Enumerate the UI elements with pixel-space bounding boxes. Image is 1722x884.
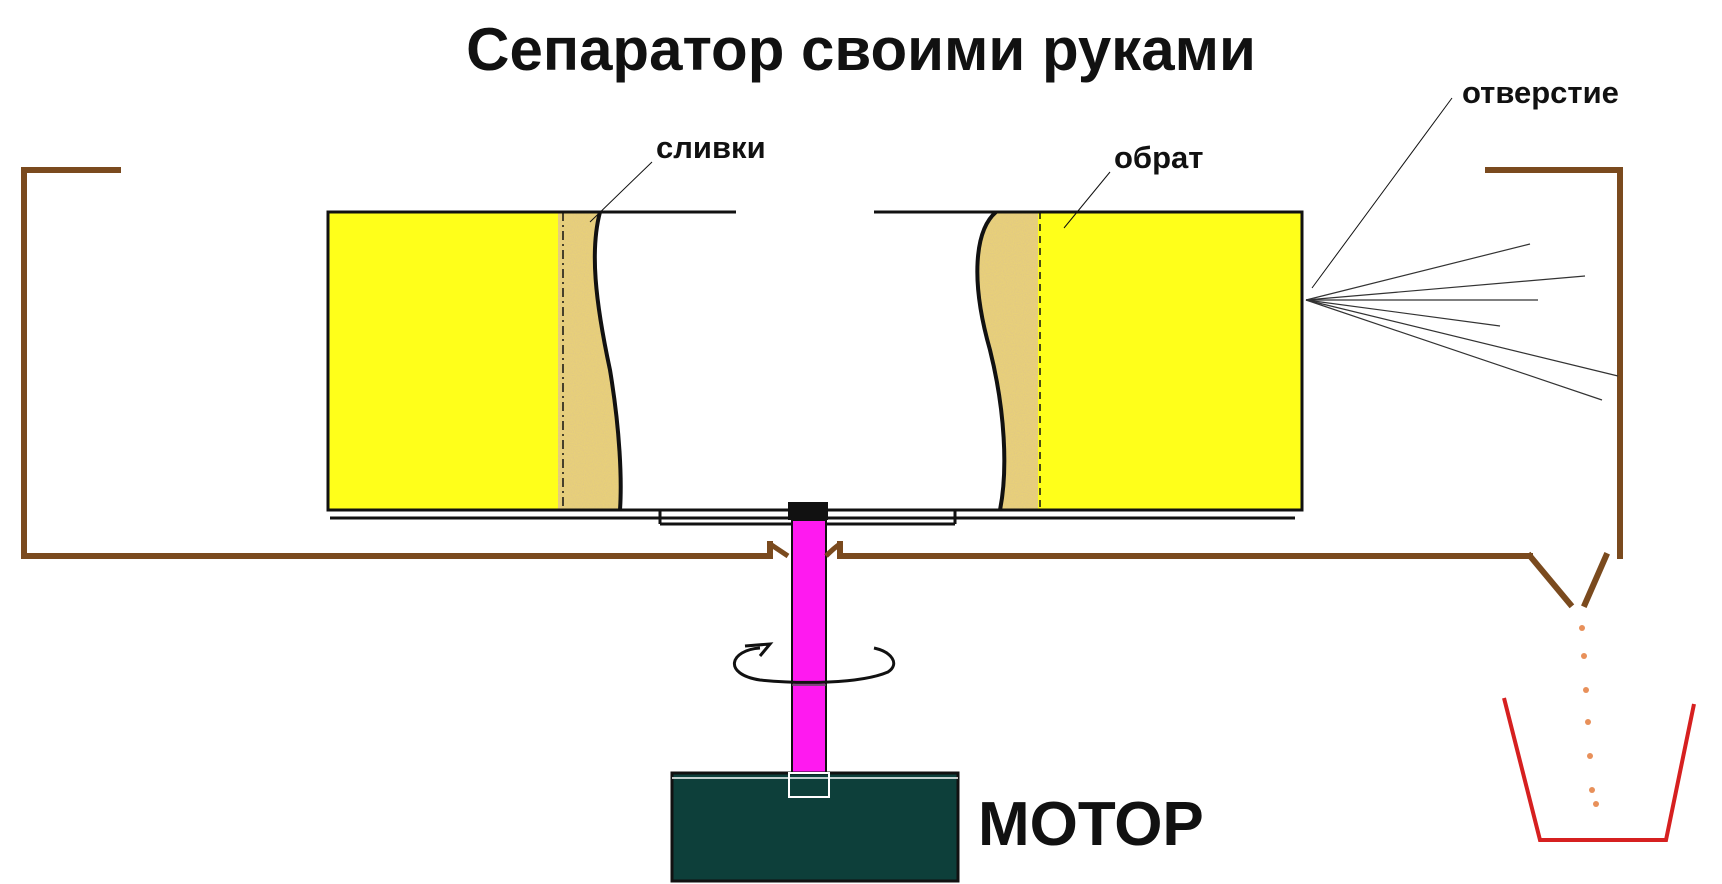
- shaft-cap: [788, 502, 828, 520]
- pointer-cream: [589, 161, 653, 223]
- label-skim: обрат: [1114, 140, 1203, 175]
- separator-drum: [326, 210, 1304, 526]
- diagram-title: Сепаратор своими руками: [466, 16, 1256, 83]
- label-cream: сливки: [656, 130, 766, 165]
- cream-layer-left: [558, 212, 621, 510]
- drain-left-lip: [1525, 551, 1575, 609]
- housing-left-wall: [21, 167, 773, 559]
- drain-right-lip: [1581, 552, 1610, 608]
- label-hole: отверстие: [1462, 75, 1619, 110]
- motor-body: [670, 771, 960, 883]
- drive-shaft: [768, 502, 842, 791]
- spray-jets: [1305, 243, 1619, 401]
- motor: [670, 771, 960, 883]
- shaft-body: [791, 519, 827, 791]
- drop: [1589, 787, 1595, 793]
- seal-left: [768, 541, 790, 559]
- pointer-hole: [1311, 97, 1453, 289]
- rotation-arrow: [733, 642, 896, 684]
- drops: [1579, 625, 1599, 807]
- rotation-arrowhead: [744, 642, 774, 657]
- drop: [1585, 719, 1591, 725]
- pointer-skim: [1063, 171, 1111, 229]
- milk-right: [1038, 212, 1302, 510]
- seal-right: [824, 541, 842, 558]
- motor-shaft-socket: [788, 772, 830, 798]
- drop: [1581, 653, 1587, 659]
- cream-boundary-right: [975, 210, 1007, 511]
- drop: [1587, 753, 1593, 759]
- cream-layer-right: [977, 212, 1038, 510]
- outer-housing: [21, 167, 1623, 609]
- cream-boundary-left: [592, 211, 623, 511]
- drop: [1593, 801, 1599, 807]
- drop: [1579, 625, 1585, 631]
- collection-cup: [1502, 697, 1696, 842]
- drop: [1583, 687, 1589, 693]
- housing-floor-right: [837, 541, 1533, 559]
- label-motor: МОТОР: [978, 790, 1204, 859]
- housing-right-wall: [1485, 167, 1623, 559]
- rotation-arc: [733, 646, 896, 684]
- milk-left: [328, 212, 558, 510]
